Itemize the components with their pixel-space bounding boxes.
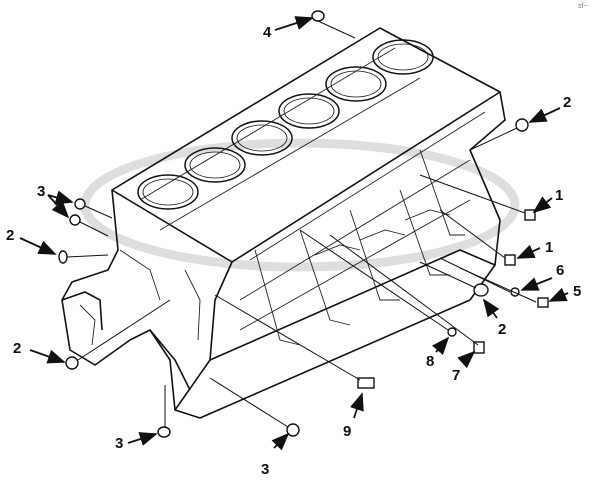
callout-label-7: 7 (452, 367, 461, 384)
cylinder-bore (372, 39, 434, 75)
cylinder-bore-inner (236, 124, 288, 152)
callout-label-3: 3 (37, 183, 46, 200)
plugs-and-fittings (58, 10, 549, 438)
callout-label-6: 6 (556, 262, 565, 279)
callout-label-1: 1 (555, 187, 564, 204)
block-detail-lines (79, 47, 486, 346)
cylinder-bore-inner (330, 70, 382, 98)
cylinder-bore (137, 174, 199, 210)
callout-label-5: 5 (573, 283, 582, 300)
cylinder-bores (137, 39, 434, 210)
callout-label-8: 8 (426, 353, 435, 370)
callout-label-4: 4 (263, 24, 272, 41)
callout-label-2: 2 (13, 340, 22, 357)
callout-label-2: 2 (563, 94, 572, 111)
block-outline (61, 27, 506, 419)
cylinder-bore (231, 120, 293, 156)
cylinder-bore-inner (189, 151, 241, 179)
cylinder-bore-inner (142, 178, 194, 206)
callout-label-1: 1 (545, 239, 554, 256)
callout-label-9: 9 (343, 423, 352, 440)
cylinder-bore-inner (283, 97, 335, 125)
callout-label-3: 3 (261, 461, 270, 478)
callout-label-2: 2 (6, 227, 15, 244)
cylinder-bore (184, 147, 246, 183)
callout-arrows (19, 16, 569, 451)
corner-mark: sf~ (578, 3, 588, 10)
cylinder-bore-inner (377, 43, 429, 71)
cylinder-bore (325, 66, 387, 102)
leader-lines (66, 20, 537, 428)
callout-label-2: 2 (498, 321, 507, 338)
callout-label-3: 3 (115, 435, 124, 452)
cylinder-bore (278, 93, 340, 129)
